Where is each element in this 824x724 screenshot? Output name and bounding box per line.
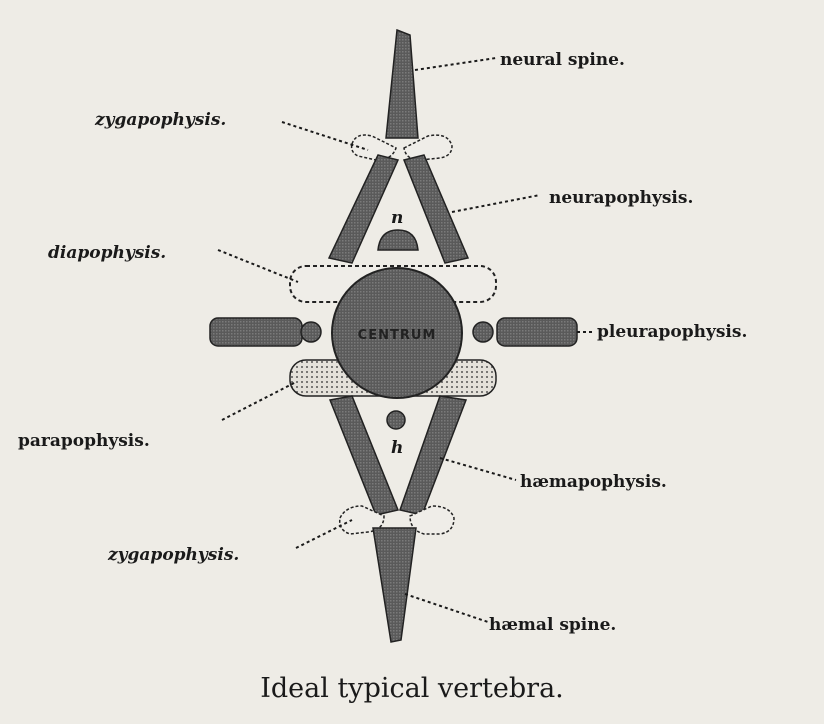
haemal-spine-leader: [405, 594, 488, 622]
zygapophysis-top-right-shape: [404, 135, 452, 160]
figure-caption: Ideal typical vertebra.: [260, 673, 564, 704]
vertebrarterial-left-dot: [301, 322, 321, 342]
label-diapophysis: diapophysis.: [48, 243, 166, 263]
label-haemal-spine: hæmal spine.: [489, 615, 616, 635]
parapophysis-leader: [222, 382, 296, 420]
centrum-label: CENTRUM: [358, 328, 437, 343]
haemal-canal-letter: h: [391, 438, 403, 458]
label-parapophysis: parapophysis.: [18, 431, 150, 451]
label-zygapophysis-bottom: zygapophysis.: [107, 545, 239, 565]
neural-spine-leader: [415, 58, 496, 70]
neurapophysis-leader: [452, 195, 540, 212]
haemapophysis-right-shape: [400, 396, 466, 515]
neural-canal-shape: [378, 230, 418, 250]
diapophysis-leader: [218, 250, 298, 282]
label-zygapophysis-top: zygapophysis.: [94, 110, 226, 130]
pleurapophysis-left-shape: [210, 318, 302, 346]
vertebrarterial-right-dot: [473, 322, 493, 342]
haemal-canal-dot: [387, 411, 405, 429]
label-neural-spine: neural spine.: [500, 50, 625, 70]
neural-spine-shape: [386, 30, 418, 138]
pleurapophysis-right-shape: [497, 318, 577, 346]
haemal-spine-shape: [373, 528, 416, 642]
label-pleurapophysis: pleurapophysis.: [597, 322, 747, 342]
haemapophysis-left-shape: [330, 396, 398, 515]
label-neurapophysis: neurapophysis.: [549, 188, 693, 208]
label-haemapophysis: hæmapophysis.: [520, 472, 667, 492]
neural-canal-letter: n: [391, 208, 403, 228]
haemapophysis-leader: [440, 458, 516, 480]
